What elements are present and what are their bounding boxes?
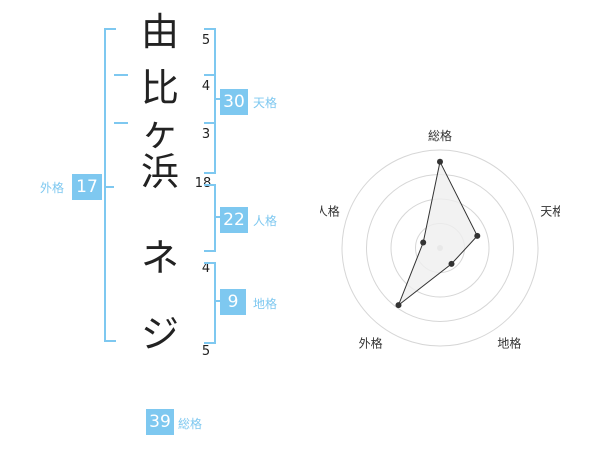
radar-axis-label-4: 外格 [359,336,383,351]
radar-point-3 [448,260,455,267]
tenkaku-bracket-tick [214,98,222,100]
jinkaku-label: 人格 [253,214,278,228]
radar-point-1 [437,158,443,165]
gaikaku-label: 外格 [40,181,65,195]
stroke-count-2: 4 [201,79,211,94]
stroke-count-5: 4 [201,261,211,276]
name-char-5: ネ [140,236,179,280]
chikaku-bracket [204,262,216,344]
tenkaku-badge: 30 [220,89,248,115]
tenkaku-label: 天格 [253,96,278,110]
name-char-1: 由 [140,10,179,54]
name-char-6: ジ [140,312,179,356]
soukaku-badge: 39 [146,409,174,435]
jinkaku-bracket [204,184,216,252]
radar-point-4 [395,302,402,309]
name-char-3: ヶ [140,110,179,154]
stroke-count-6: 5 [201,344,211,359]
radar-axis-label-2: 天格 [540,204,560,219]
radar-axis-label-1: 総格 [428,128,452,143]
jinkaku-badge: 22 [220,207,248,233]
radar-point-5 [420,239,427,246]
tenkaku-inner-tick-1 [204,74,214,76]
gaikaku-bracket [104,28,116,342]
stroke-count-1: 5 [201,33,211,48]
radar-axis-label-5: 人格 [320,204,340,219]
radar-value-polygon [397,160,478,307]
tenkaku-bracket [204,28,216,174]
radar-ring-4 [341,149,539,347]
tenkaku-inner-tick-2 [204,122,214,124]
bracket-tick-char3 [114,122,128,124]
chikaku-badge: 9 [220,289,246,315]
radar-axis-label-3: 地格 [497,336,521,351]
gaikaku-badge: 17 [72,174,102,200]
gaikaku-bracket-tick [104,186,114,188]
radar-point-2 [474,232,481,239]
name-char-4: 浜 [140,150,179,194]
jinkaku-bracket-tick [214,216,222,218]
bracket-tick-char2 [114,74,128,76]
stroke-count-3: 3 [201,127,211,142]
name-char-2: 比 [140,66,179,110]
soukaku-label: 総格 [178,417,203,431]
stroke-count-4: 18 [194,176,212,191]
chikaku-label: 地格 [253,297,278,311]
chikaku-bracket-tick [214,300,222,302]
